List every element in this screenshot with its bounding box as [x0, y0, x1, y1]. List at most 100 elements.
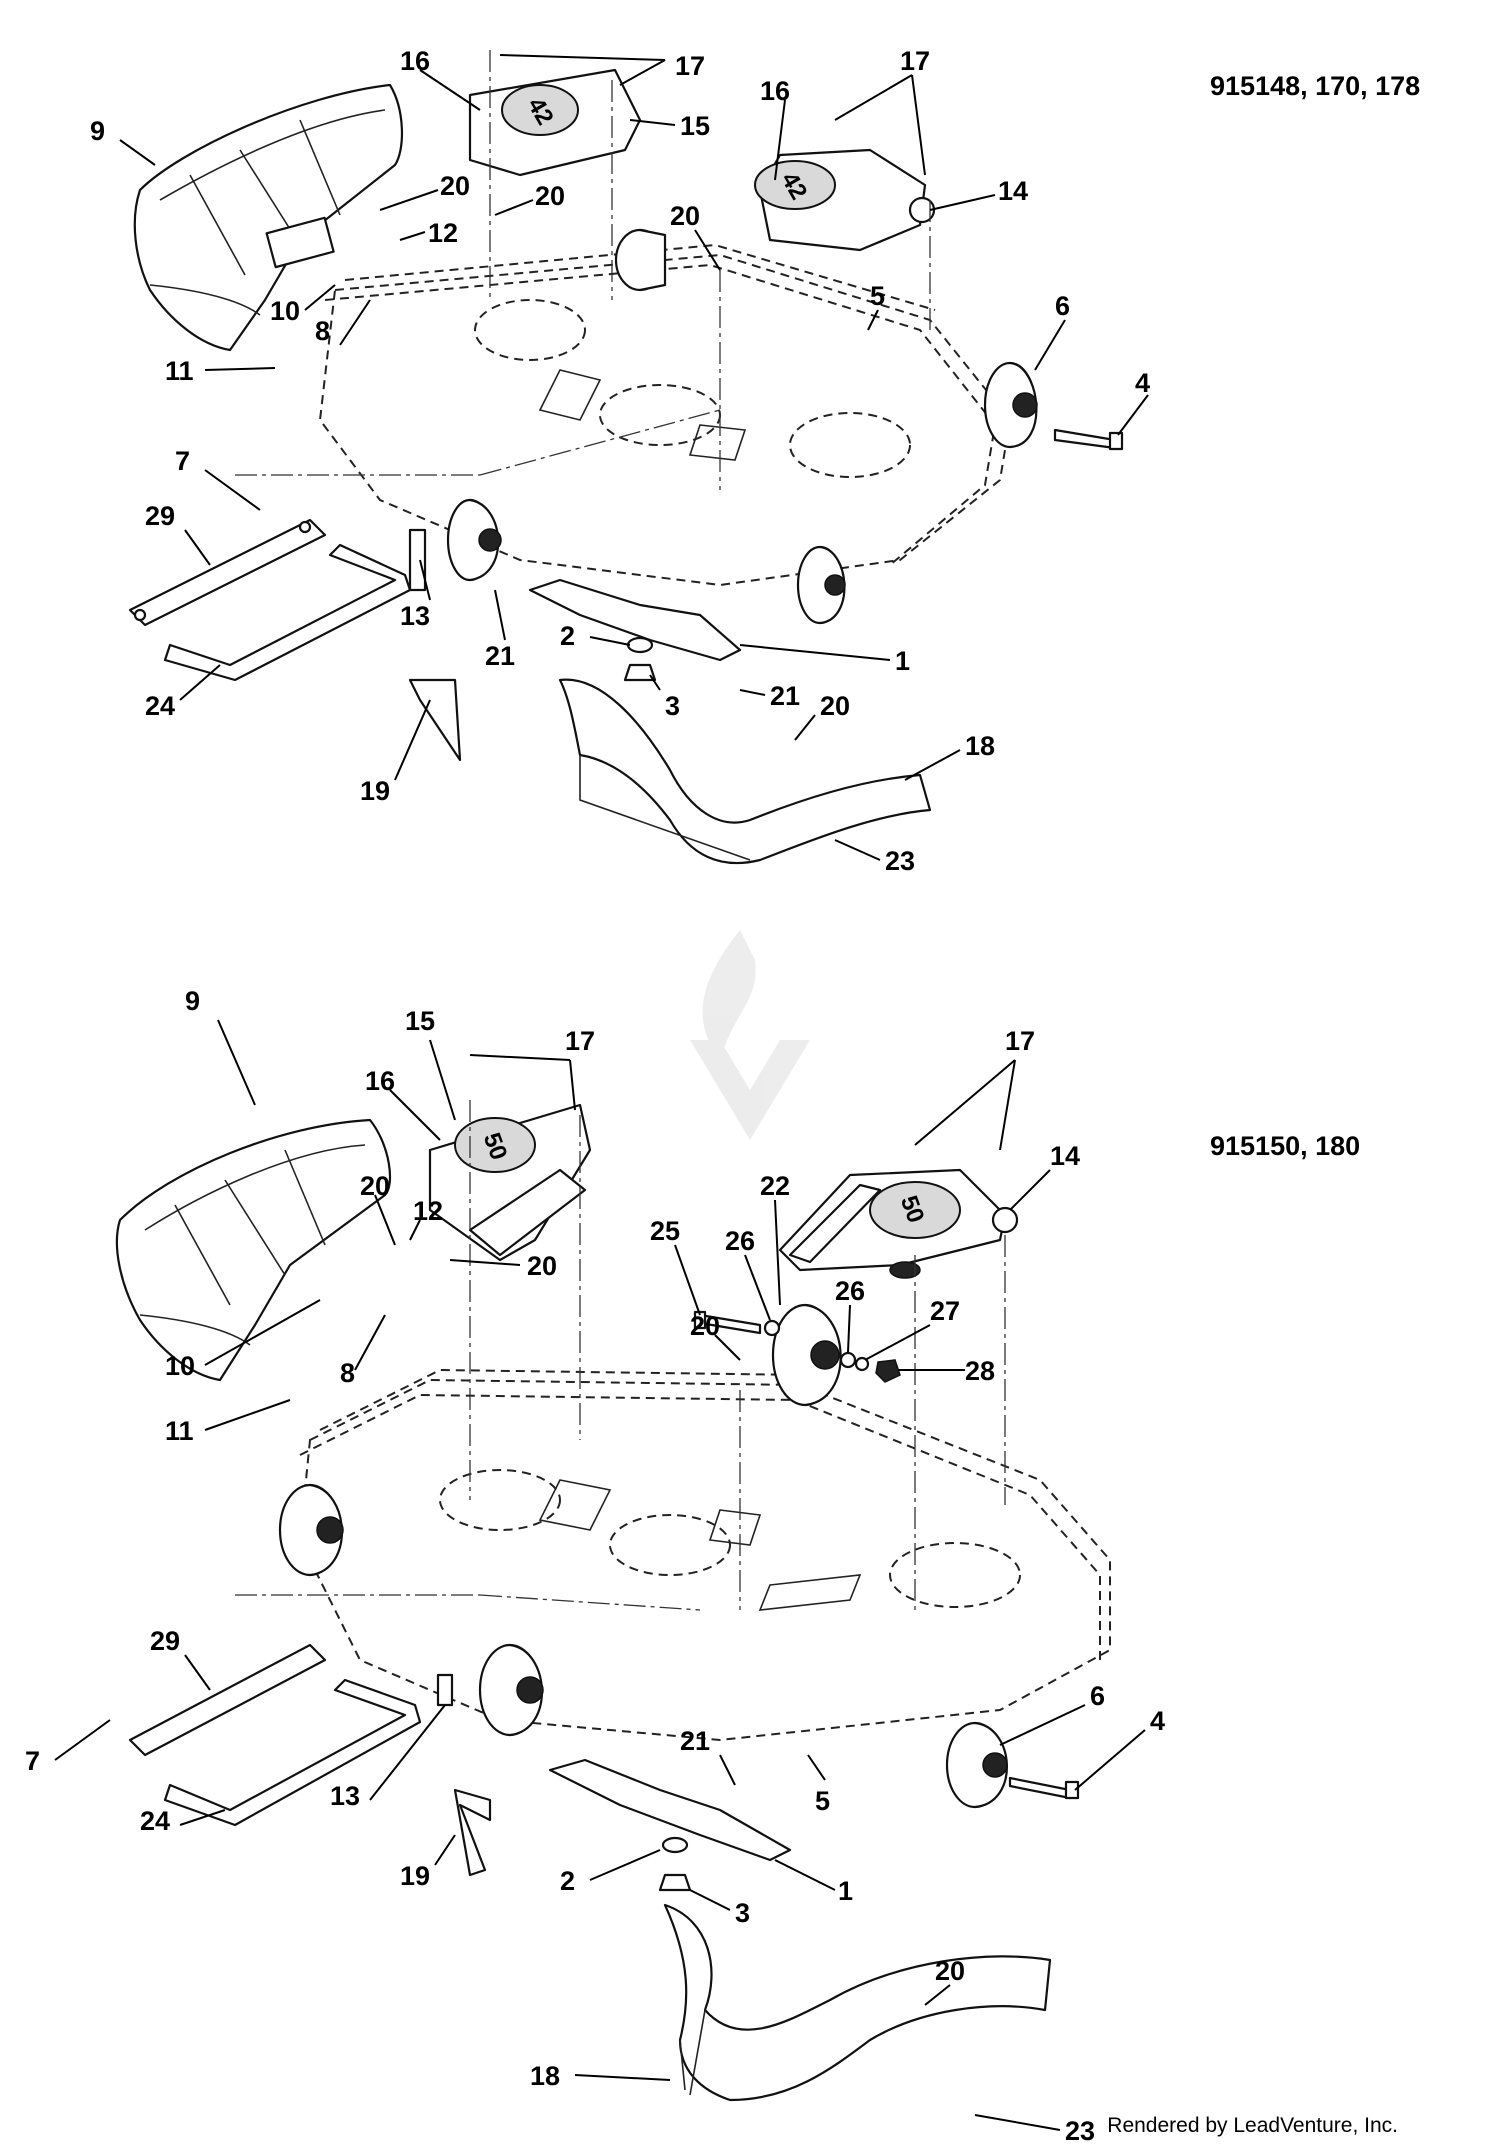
callout-b23: 23 — [1065, 2116, 1095, 2144]
callout-b3: 3 — [735, 1898, 750, 1928]
blade-bottom — [548, 1758, 792, 1862]
callout-b16: 16 — [365, 1066, 395, 1096]
callout-b11: 11 — [165, 1416, 194, 1446]
credit-text: Rendered by LeadVenture, Inc. — [1107, 2114, 1398, 2137]
top-model-label: 915148, 170, 178 — [1210, 71, 1420, 101]
callout-19: 19 — [360, 776, 390, 806]
callout-b29: 29 — [150, 1626, 180, 1656]
leadventure-watermark — [690, 930, 810, 1140]
callout-b10: 10 — [165, 1351, 195, 1381]
nut-top — [623, 663, 657, 682]
baffle-top — [558, 678, 932, 865]
discharge-chute-bottom — [115, 1118, 392, 1382]
callout-b12: 12 — [413, 1196, 443, 1226]
callout-16: 16 — [400, 46, 430, 76]
callout-4: 4 — [1135, 368, 1150, 398]
callout-b26b: 26 — [835, 1276, 865, 1306]
gauge-wheel-bottom-right — [945, 1721, 1008, 1809]
callout-b20a: 20 — [360, 1171, 390, 1201]
discharge-chute-top — [133, 83, 403, 352]
callout-b7: 7 — [25, 1746, 40, 1776]
callout-6: 6 — [1055, 291, 1070, 321]
callout-b26a: 26 — [725, 1226, 755, 1256]
callout-24: 24 — [145, 691, 175, 721]
washer-26a — [763, 1319, 781, 1337]
pin-bottom — [436, 1673, 454, 1707]
gauge-wheel-top-front-left — [446, 498, 502, 582]
callout-3: 3 — [665, 691, 680, 721]
callout-b20b: 20 — [527, 1251, 557, 1281]
belt-cover-right-top: 42 — [754, 148, 936, 252]
callout-21b: 21 — [770, 681, 800, 711]
gauge-wheel-top-front-right — [796, 545, 846, 625]
callout-b19: 19 — [400, 1861, 430, 1891]
callout-b8: 8 — [340, 1358, 355, 1388]
belt-cover-left-bottom: 50 — [428, 1103, 592, 1262]
callout-b1: 1 — [838, 1876, 853, 1906]
anti-scalp-bracket-bottom — [453, 1788, 492, 1877]
callout-21: 21 — [485, 641, 515, 671]
callout-23: 23 — [885, 846, 915, 876]
axle-bolt-bottom — [1008, 1776, 1072, 1800]
belt-cover-right-bottom: 50 — [778, 1168, 1019, 1279]
baffle-bottom — [663, 1903, 1052, 2102]
callout-13: 13 — [400, 601, 430, 631]
callout-b9: 9 — [185, 986, 200, 1016]
gauge-wheel-top-rear — [614, 228, 667, 292]
gauge-wheel-bottom-left — [278, 1483, 344, 1577]
callout-16b: 16 — [760, 76, 790, 106]
callout-b22: 22 — [760, 1171, 790, 1201]
callout-12: 12 — [428, 218, 458, 248]
callout-9: 9 — [90, 116, 105, 146]
blade-top — [528, 578, 742, 662]
callout-b6: 6 — [1090, 1681, 1105, 1711]
nut-bottom — [658, 1873, 692, 1892]
callout-2: 2 — [560, 621, 575, 651]
callout-b21: 21 — [680, 1726, 710, 1756]
callout-20d: 20 — [820, 691, 850, 721]
lift-rod-bottom — [163, 1678, 422, 1827]
gauge-wheel-top-right — [983, 361, 1038, 449]
callout-20c: 20 — [670, 201, 700, 231]
callout-29: 29 — [145, 501, 175, 531]
callout-17b: 17 — [900, 46, 930, 76]
callout-20a: 20 — [440, 171, 470, 201]
callout-b4: 4 — [1150, 1706, 1165, 1736]
nut-28 — [875, 1359, 901, 1383]
callout-b20d: 20 — [935, 1956, 965, 1986]
mower-deck-bottom — [298, 1368, 1111, 1742]
callout-11: 11 — [165, 356, 194, 386]
bottom-exploded-view: 915150, 180 50 50 — [25, 986, 1360, 2144]
lift-bracket-top — [128, 518, 327, 627]
callout-20b: 20 — [535, 181, 565, 211]
callout-b20c: 20 — [690, 1311, 720, 1341]
callout-5: 5 — [870, 281, 885, 311]
gauge-wheel-bottom-exploded — [771, 1303, 842, 1407]
callout-b28: 28 — [965, 1356, 995, 1386]
callout-18: 18 — [965, 731, 995, 761]
callout-b27: 27 — [930, 1296, 960, 1326]
callout-b17: 17 — [565, 1026, 595, 1056]
top-exploded-view: 915148, 170, 178 42 42 — [90, 46, 1420, 876]
callout-b14: 14 — [1050, 1141, 1080, 1171]
axle-bolt-head-bottom — [1064, 1780, 1080, 1800]
belt-cover-left-top: 42 — [468, 68, 642, 177]
callout-b24: 24 — [140, 1806, 170, 1836]
top-callouts: 16 17 15 9 20 20 12 10 11 8 16 17 14 — [90, 46, 1150, 876]
callout-b25: 25 — [650, 1216, 680, 1246]
axle-bolt-top — [1053, 428, 1124, 451]
pin-top — [408, 528, 427, 592]
callout-b17b: 17 — [1005, 1026, 1035, 1056]
callout-b5: 5 — [815, 1786, 830, 1816]
washer-bottom — [661, 1836, 689, 1854]
callout-b18: 18 — [530, 2061, 560, 2091]
callout-7: 7 — [175, 446, 190, 476]
callout-10: 10 — [270, 296, 300, 326]
callout-b15: 15 — [405, 1006, 435, 1036]
washer-top — [626, 636, 654, 654]
bottom-model-label: 915150, 180 — [1210, 1131, 1360, 1161]
callout-15: 15 — [680, 111, 710, 141]
callout-b13: 13 — [330, 1781, 360, 1811]
bottom-callouts: 9 15 17 16 20 12 20 10 8 11 17 14 22 — [25, 986, 1165, 2144]
gauge-wheel-bottom-front — [478, 1643, 544, 1737]
